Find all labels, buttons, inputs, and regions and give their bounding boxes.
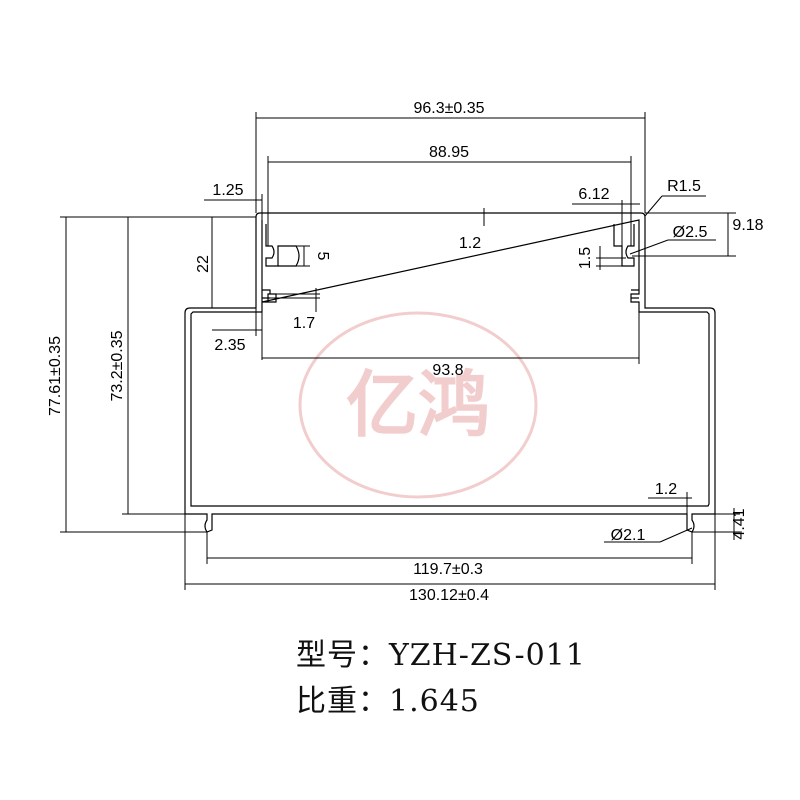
dim-inner-top-width: 88.95 — [429, 144, 469, 161]
dim-slot-offset-right: 6.12 — [578, 186, 609, 203]
dim-wall-left: 1.25 — [212, 182, 243, 199]
dim-slot-width: 1.7 — [293, 315, 315, 332]
watermark-ring — [298, 311, 538, 499]
dimension-lines — [60, 112, 740, 590]
model-label: 型号： — [296, 638, 389, 673]
model-caption: 型号：YZH-ZS-011 — [296, 630, 586, 674]
dim-bottom-width: 130.12±0.4 — [409, 587, 489, 604]
weight-caption: 比重：1.645 — [296, 676, 480, 720]
dim-slot-small: 1.5 — [577, 247, 594, 269]
dim-hole-top: Ø2.5 — [673, 224, 708, 241]
dim-radius: R1.5 — [667, 178, 701, 195]
dim-slot-height: 5 — [314, 252, 331, 261]
watermark-logo: 亿鸿 — [298, 311, 538, 499]
weight-label: 比重： — [296, 684, 389, 719]
dim-hole-bottom: Ø2.1 — [611, 527, 646, 544]
weight-value: 1.645 — [389, 684, 480, 719]
dim-top-wall: 1.2 — [459, 235, 481, 252]
dim-bottom-inner-width: 119.7±0.3 — [413, 561, 483, 578]
watermark-text: 亿鸿 — [346, 363, 490, 447]
dim-left-step: 2.35 — [214, 337, 245, 354]
dim-total-height: 77.61±0.35 — [47, 336, 64, 416]
dim-left-upper-height: 22 — [195, 255, 212, 273]
dim-inner-height: 73.2±0.35 — [109, 330, 126, 401]
dim-right-offset: 9.18 — [732, 217, 763, 234]
dim-top-width: 96.3±0.35 — [413, 100, 484, 117]
dim-bottom-wall: 1.2 — [655, 481, 677, 498]
dimension-labels: 96.3±0.35 88.95 1.25 6.12 R1.5 Ø2.5 9.18… — [47, 100, 764, 604]
dim-mid-width: 93.8 — [432, 362, 463, 379]
dim-bottom-right: 4.41 — [731, 508, 748, 539]
model-value: YZH-ZS-011 — [389, 638, 586, 673]
